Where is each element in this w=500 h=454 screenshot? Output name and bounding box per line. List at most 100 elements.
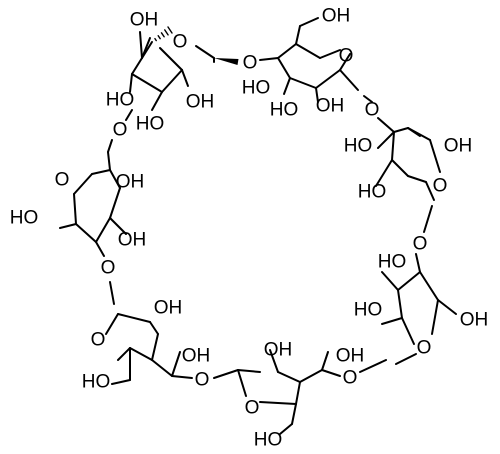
ho-a3: HO [136,114,165,135]
bond [277,57,291,79]
bond [375,159,393,187]
ho-b3: HO [270,100,299,121]
bond [129,347,153,361]
bond [117,347,131,361]
bond [377,131,395,149]
bond [401,317,415,345]
bond [95,241,105,257]
glyco-o-ga: O [113,120,128,141]
bond [95,217,111,243]
bond [181,69,189,87]
bond-lines [59,17,457,435]
oh-a4: OH [186,92,215,113]
glyco-o-bc: O [365,100,380,121]
bond [149,321,159,335]
bond [419,271,439,301]
hashed-bond [157,35,161,40]
bond [295,43,321,59]
bond [151,333,159,361]
bond [397,271,421,291]
bond [295,381,301,405]
wedge-bond [214,58,239,65]
oh-g3: OH [118,230,147,251]
bond [359,359,387,373]
ho-g1: HO [10,208,39,229]
ho-c2: HO [344,136,373,157]
oh-g2: OH [116,172,145,193]
ho-f1: HO [82,372,111,393]
bond [131,57,143,75]
bond [259,401,297,405]
bond [171,375,193,379]
bond [129,73,133,93]
bond [151,91,163,111]
bond [295,25,301,45]
bond [59,223,77,229]
bond [391,159,409,177]
oh-b4: OH [316,96,345,117]
ho-e1: HO [254,430,283,451]
bond [171,351,181,377]
bond [213,369,239,379]
bond [431,299,439,335]
bond [107,139,113,153]
bond [377,117,395,133]
bond [321,369,341,377]
bond [437,299,457,315]
bond [291,403,297,425]
bond [321,351,329,371]
bond [91,169,111,175]
bond [339,69,359,91]
bond [393,127,409,133]
bond [109,187,121,219]
bond [131,73,163,93]
ho-c3: HO [358,182,387,203]
oh-b1: OH [322,6,351,27]
ring-o-c: O [433,176,448,197]
oh-e3: OH [264,340,293,361]
ring-o-e: O [245,398,260,419]
bond [269,349,279,373]
bond [299,369,323,383]
bond [125,109,133,121]
bond [117,313,151,323]
glyco-o-ab: O [243,53,258,74]
bond [139,31,143,59]
bond [237,369,261,373]
bond [315,87,319,103]
bond [395,353,417,365]
bond [381,271,399,291]
hashed-bond [164,29,169,36]
bond [423,205,433,233]
bond [407,175,427,183]
hashed-bond [154,37,157,42]
ring-o-d: O [417,338,432,359]
bond [73,173,93,195]
bond [283,77,291,95]
bond [415,253,421,273]
bond [397,289,403,319]
bond [237,369,247,397]
bond [109,169,121,189]
oh-a1: OH [130,10,159,31]
bond [109,217,127,235]
glyco-o-fg: O [101,258,116,279]
bond [339,53,351,71]
bond [363,95,373,103]
oh-c1: OH [444,136,473,157]
bond [161,69,183,93]
oh-e4: OH [336,346,365,367]
bond [391,131,395,161]
bond [429,139,441,173]
oh-f3: OH [154,298,183,319]
bond [277,43,297,59]
bond [299,17,319,27]
oh-f4: OH [182,346,211,367]
bond [159,47,183,71]
hashed-bond [160,32,165,38]
ring-o-f: O [91,330,106,351]
bond [319,49,341,59]
bond [151,359,173,377]
